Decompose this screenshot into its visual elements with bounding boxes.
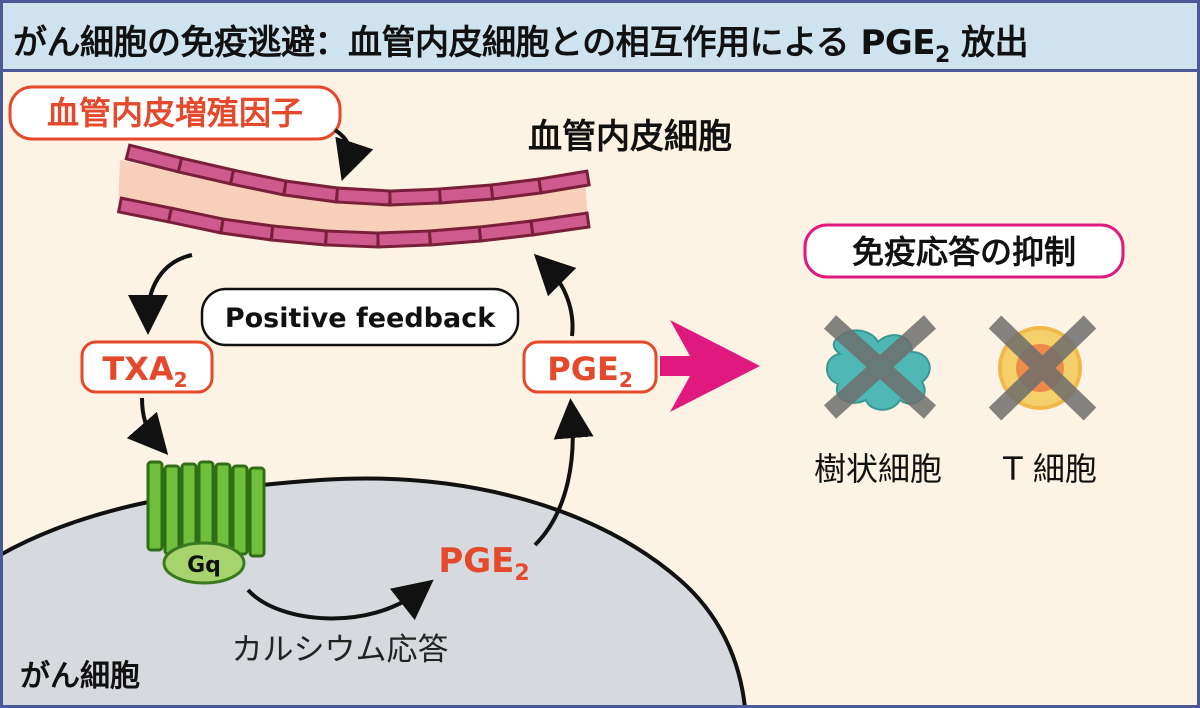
pge-export-arrow xyxy=(533,398,594,547)
title-tail: 放出 xyxy=(949,23,1029,63)
title-bar: がん細胞の免疫逃避：血管内皮細胞との相互作用による PGE2 放出 xyxy=(0,0,1200,72)
gq-protein xyxy=(162,541,246,585)
txa-to-receptor-arrow xyxy=(126,397,169,456)
dendritic-cell-cross xyxy=(823,315,937,419)
vessel-cell xyxy=(437,183,495,205)
receptor-helix xyxy=(146,460,164,552)
figure-title: がん細胞の免疫逃避：血管内皮細胞との相互作用による PGE2 放出 xyxy=(13,15,1029,68)
pge2-box xyxy=(522,340,658,394)
title-subscript: 2 xyxy=(935,42,950,68)
pge2-intracellular: PGE2 xyxy=(438,541,529,586)
pge2-intra-text: PGE xyxy=(438,541,514,581)
vessel-cell xyxy=(335,186,392,207)
endothelial-label: 血管内皮細胞 xyxy=(528,117,732,157)
vessel-cell xyxy=(388,187,442,207)
vessel-cells-top xyxy=(124,143,591,207)
calcium-arrow xyxy=(246,579,434,621)
pge2-box-text: PGE xyxy=(547,350,619,388)
vessel-to-txa-arrow xyxy=(128,253,193,335)
positive-feedback-box xyxy=(200,287,520,347)
pge2-intra-subscript: 2 xyxy=(514,561,529,586)
vessel-cell xyxy=(269,224,329,247)
dendritic-cell-label: 樹状細胞 xyxy=(814,450,942,488)
vegf-arrow xyxy=(333,128,374,181)
pge2-box-label: PGE2 xyxy=(547,350,633,392)
receptor-helix xyxy=(163,464,181,556)
vegf-box xyxy=(8,85,342,141)
blood-vessel xyxy=(116,143,591,249)
receptor-helix xyxy=(214,462,232,554)
t-cell-cross xyxy=(988,315,1097,421)
txa2-subscript: 2 xyxy=(174,368,188,392)
vessel-cell xyxy=(427,225,483,247)
vessel-cells-bottom xyxy=(116,196,591,249)
receptor-helix xyxy=(231,464,249,556)
receptor-helix xyxy=(180,462,198,554)
calcium-label: カルシウム応答 xyxy=(232,632,449,668)
positive-feedback-label: Positive feedback xyxy=(225,303,496,334)
vessel-cell xyxy=(529,211,591,237)
vessel-cell xyxy=(376,229,432,249)
gq-label: Gq xyxy=(187,553,221,578)
pge-to-vessel-arrow xyxy=(533,253,577,337)
cancer-cell-label: がん細胞 xyxy=(20,659,140,694)
receptor-helix xyxy=(197,460,215,552)
txa2-text: TXA xyxy=(102,350,174,388)
vessel-cell xyxy=(537,169,591,195)
vegf-label: 血管内皮増殖因子 xyxy=(47,94,303,132)
suppression-arrow xyxy=(660,320,760,412)
receptor-helix xyxy=(248,466,266,558)
immune-suppression-box xyxy=(803,223,1125,279)
vessel-cell xyxy=(324,229,380,249)
pge2-box-subscript: 2 xyxy=(619,368,633,392)
txa2-box xyxy=(80,340,214,394)
title-main: がん細胞の免疫逃避：血管内皮細胞との相互作用による PGE xyxy=(13,23,936,63)
immune-suppression-label: 免疫応答の抑制 xyxy=(852,233,1076,271)
t-cell-label: T 細胞 xyxy=(1002,450,1097,488)
txa2-label: TXA2 xyxy=(102,350,187,392)
